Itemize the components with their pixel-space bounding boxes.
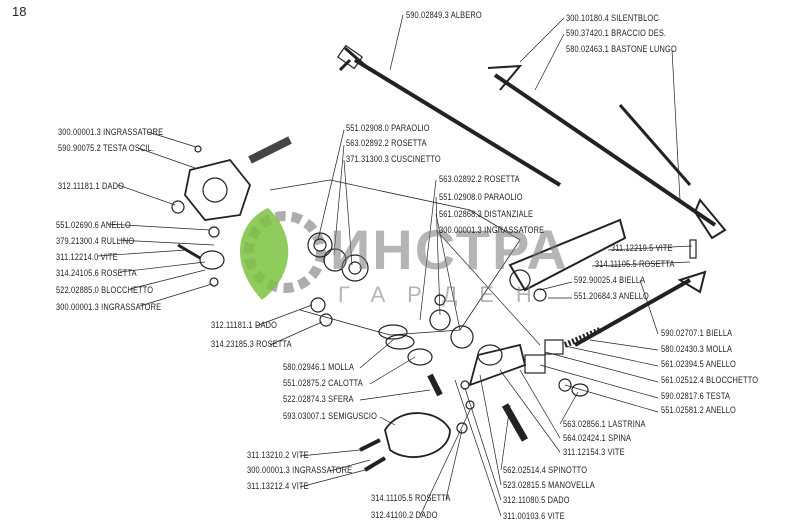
part-label: 551.02875.2 CALOTTA	[283, 378, 363, 389]
part-label: 311.12154.3 VITE	[563, 447, 625, 458]
part-label: 590.90075.2 TESTA OSCIL.	[58, 143, 155, 154]
part-label: 580.02463.1 BASTONE LUNGO	[566, 44, 677, 55]
part-label: 590.37420.1 BRACCIO DES.	[566, 28, 667, 39]
part-label: 551.02581.2 ANELLO	[661, 405, 736, 416]
part-label: 522.02874.3 SFERA	[283, 394, 354, 405]
part-label: 314.11105.5 ROSETTA	[595, 259, 675, 270]
part-label: 522.02885.0 BLOCCHETTO	[56, 285, 154, 296]
part-label: 592.90025.4 BIELLA	[574, 275, 646, 286]
part-label: 300.00001.3 INGRASSATORE	[439, 225, 545, 236]
part-label: 314.23185.3 ROSETTA	[211, 339, 292, 350]
part-label: 312.41100.2 DADO	[371, 510, 438, 521]
part-label: 371.31300.3 CUSCINETTO	[346, 154, 441, 165]
part-label: 593.03007.1 SEMIGUSCIO	[283, 411, 378, 422]
part-label: 312.11181.1 DADO	[211, 320, 278, 331]
watermark-logo	[240, 208, 326, 300]
watermark-subtext: ГАРДЕН	[338, 282, 554, 307]
part-label: 590.02707.1 BIELLA	[661, 328, 733, 339]
part-label: 563.02892.2 ROSETTA	[439, 174, 520, 185]
part-label: 562.02514.4 SPINOTTO	[503, 465, 588, 476]
part-label: 312.11080.5 DADO	[503, 495, 570, 506]
part-label: 311.12214.0 VITE	[56, 252, 118, 263]
page-number: 18	[12, 4, 27, 19]
part-label: 311.13212.4 VITE	[247, 481, 309, 492]
part-label: 300.00001.3 INGRASSATORE	[247, 465, 353, 476]
part-label: 311.12219.5 VITE	[611, 243, 673, 254]
part-label: 551.02908.0 PARAOLIO	[439, 192, 523, 203]
part-label: 561.02512.4 BLOCCHETTO	[661, 375, 759, 386]
part-label: 312.11181.1 DADO	[58, 181, 125, 192]
part-label: 564.02424.1 SPINA	[563, 433, 632, 444]
part-label: 563.02856.1 LASTRINA	[563, 419, 646, 430]
part-label: 590.02817.6 TESTA	[661, 391, 731, 402]
part-label: 314.11105.5 ROSETTA	[371, 493, 451, 504]
part-label: 300.00001.3 INGRASSATORE	[56, 302, 162, 313]
part-label: 551.02908.0 PARAOLIO	[346, 123, 430, 134]
part-label: 590.02849.3 ALBERO	[406, 10, 482, 21]
part-label: 551.02690.6 ANELLO	[56, 220, 131, 231]
part-label: 314.24105.6 ROSETTA	[56, 268, 137, 279]
part-label: 379.21300.4 RULLINO	[56, 236, 135, 247]
part-label: 523.02815.5 MANOVELLA	[503, 480, 595, 491]
part-label: 300.00001.3 INGRASSATORE	[58, 127, 164, 138]
watermark-text: ИНСТРА	[330, 218, 569, 281]
part-label: 311.00103.6 VITE	[503, 511, 565, 522]
part-label: 580.02430.3 MOLLA	[661, 344, 733, 355]
part-label: 551.20684.3 ANELLO	[574, 291, 649, 302]
part-label: 580.02946.1 MOLLA	[283, 362, 355, 373]
part-label: 311.13210.2 VITE	[247, 450, 309, 461]
part-label: 561.02394.5 ANELLO	[661, 359, 736, 370]
part-label: 563.02892.2 ROSETTA	[346, 138, 427, 149]
part-label: 300.10180.4 SILENTBLOC	[566, 13, 659, 24]
part-label: 561.02868.3 DISTANZIALE	[439, 209, 534, 220]
